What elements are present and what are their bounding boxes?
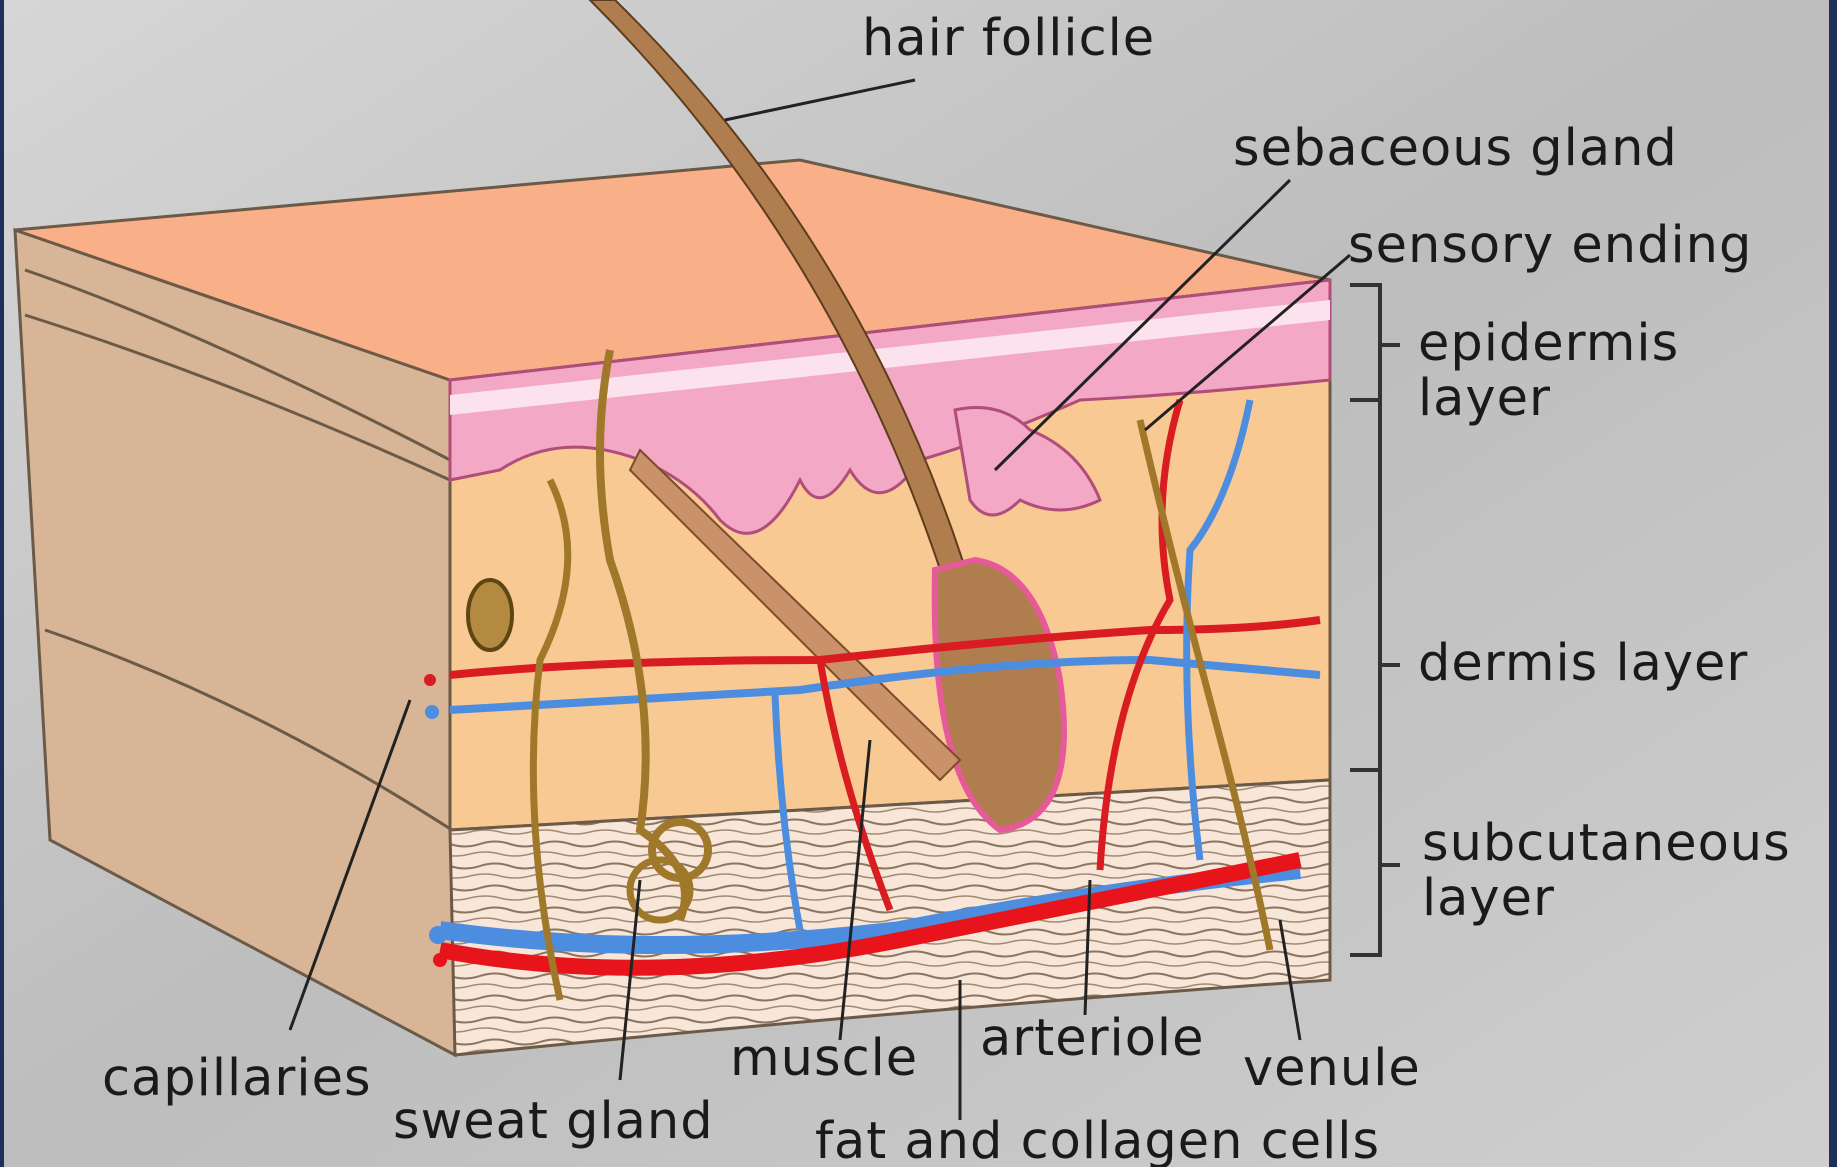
label-capillaries: capillaries: [102, 1049, 372, 1108]
label-arteriole: arteriole: [980, 1009, 1204, 1068]
label-subcutaneous-line1: subcutaneous: [1422, 814, 1791, 873]
label-subcutaneous-line2: layer: [1422, 869, 1555, 928]
label-muscle: muscle: [730, 1029, 918, 1088]
label-dermis-layer: dermis layer: [1418, 634, 1748, 693]
vessel-end: [424, 674, 436, 686]
label-epidermis-line2: layer: [1418, 369, 1551, 428]
frame-left-edge: [0, 0, 4, 1167]
label-hair-follicle: hair follicle: [862, 9, 1155, 68]
label-sensory-ending: sensory ending: [1348, 216, 1752, 275]
frame-right-edge: [1829, 0, 1837, 1167]
label-fat-and-collagen: fat and collagen cells: [815, 1112, 1380, 1167]
label-venule: venule: [1243, 1039, 1421, 1098]
pacinian-corpuscle: [468, 580, 512, 650]
label-epidermis-line1: epidermis: [1418, 314, 1679, 373]
label-sebaceous-gland: sebaceous gland: [1233, 119, 1678, 178]
label-sweat-gland: sweat gland: [393, 1092, 714, 1151]
vessel-end: [425, 705, 439, 719]
vessel-end: [429, 926, 447, 944]
vessel-end: [433, 953, 447, 967]
